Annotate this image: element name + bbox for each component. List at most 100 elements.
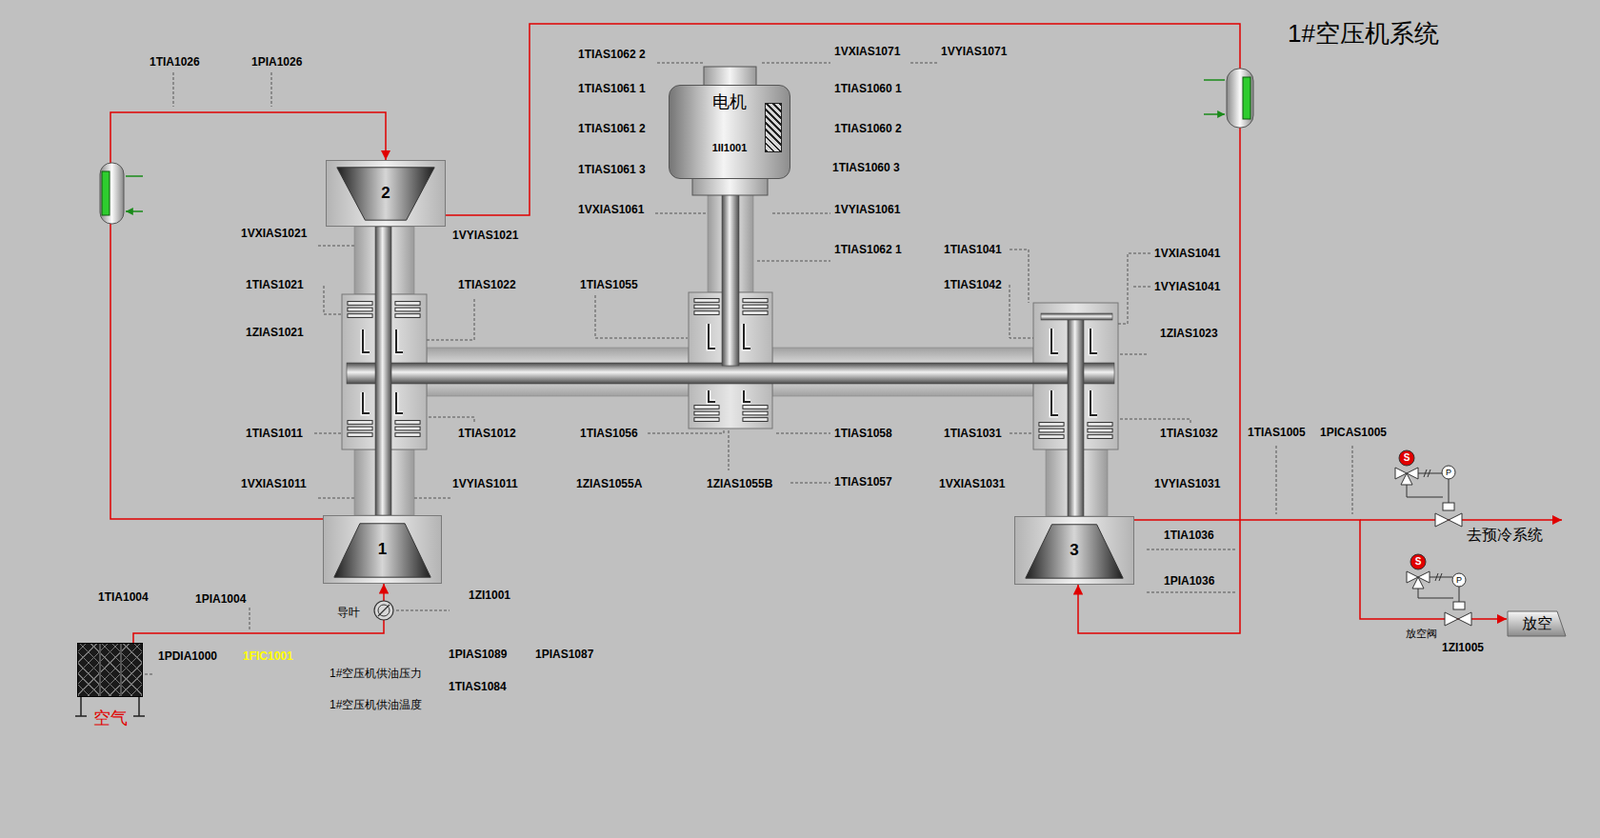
- guide-vane: [374, 600, 394, 620]
- instrument-tag: 1TIAS1031: [943, 426, 1002, 440]
- instrument-tag: 1TIAS1084: [448, 680, 507, 694]
- positioner-mark: P: [1456, 576, 1462, 585]
- node-text-group: 空气: [93, 707, 128, 729]
- pipe-connector: [1134, 520, 1507, 620]
- leader-line: [144, 607, 450, 675]
- solenoid-mark: S: [1415, 557, 1422, 567]
- bearing: [1087, 422, 1113, 440]
- control-valve: [1399, 450, 1415, 466]
- leader-line: [1120, 354, 1191, 423]
- leader-line: [655, 213, 831, 261]
- shaft: [375, 226, 392, 516]
- instrument-tag: 1PIA1036: [1163, 574, 1215, 588]
- control-valve: [1435, 513, 1449, 527]
- leader-line: [426, 297, 475, 340]
- node-label: 电机: [712, 91, 747, 113]
- casing-band: [354, 194, 1108, 517]
- instrument-tag: 1PIA1004: [195, 592, 246, 606]
- instrument-tag: 1TIAS1061 3: [578, 162, 646, 177]
- impeller-shape: [334, 523, 431, 578]
- node-text-group: 1: [323, 516, 441, 583]
- shaft: [1040, 313, 1113, 320]
- shaft: [346, 194, 1115, 517]
- leader-line: [1118, 253, 1151, 324]
- shaft: [1067, 319, 1084, 517]
- impeller-shape: [1025, 524, 1123, 579]
- guide-vane: [378, 604, 390, 617]
- instrument-tag: 1PDIA1000: [158, 649, 218, 663]
- node-label: 1II1001: [712, 141, 748, 155]
- control-valve: [1453, 601, 1465, 610]
- instrument-tag: 1TIAS1060 2: [834, 121, 902, 136]
- instrument-tag: 1PIAS1089: [448, 647, 507, 661]
- instrument-tag: 1VXIAS1071: [834, 44, 900, 59]
- guide-vane: [378, 604, 390, 617]
- instrument-tag: 1TIAS1021: [245, 278, 304, 292]
- instrument-tag: 1VYIAS1061: [834, 202, 900, 217]
- bearing: [395, 301, 420, 319]
- pipe-connector: [133, 583, 384, 643]
- instrument-tag: 1TIAS1022: [458, 278, 517, 292]
- node-text-group: 放空: [1506, 609, 1567, 639]
- instrument-tag: 1TIAS1061 2: [578, 121, 646, 136]
- diagram-title: 1#空压机系统: [1287, 17, 1440, 51]
- cooler: [125, 176, 143, 212]
- node-text-group: 电机 1II1001: [669, 85, 790, 179]
- leader-line: [318, 245, 451, 499]
- instrument-tag: 1VYIAS1011: [452, 477, 519, 491]
- leader-line: [595, 295, 688, 339]
- cooler: [1203, 80, 1225, 115]
- control-valve: [1441, 465, 1456, 480]
- instrument-tag: 1VXIAS1061: [578, 202, 644, 217]
- bearing: [694, 405, 720, 422]
- leader-line: [1276, 445, 1353, 515]
- valve-label: 放空阀: [1405, 626, 1438, 640]
- destination-label: 去预冷系统: [1466, 525, 1543, 544]
- caption-text: 1#空压机供油压力: [329, 666, 422, 680]
- instrument-tag: 1VYIAS1031: [1154, 477, 1220, 491]
- instrument-tag: 1TIAS1061 1: [578, 81, 646, 96]
- leader-line: [314, 285, 342, 434]
- bearing: [742, 299, 768, 316]
- leader-line: [647, 428, 724, 434]
- compressor-stage: 3: [1014, 516, 1135, 585]
- compressor-stage: 2: [325, 160, 446, 227]
- instrument-tag: 1ZI1001: [468, 588, 511, 602]
- control-valve: [1412, 577, 1424, 589]
- node-label: 2: [380, 183, 390, 203]
- cooler: [1242, 77, 1251, 120]
- bearing: [395, 420, 420, 438]
- pipe-connector: [445, 23, 1240, 634]
- guide-vane: [374, 600, 394, 620]
- positioner-mark: P: [1445, 468, 1452, 478]
- node-text-group: 2: [326, 160, 445, 226]
- motor-end-parts: [692, 178, 768, 196]
- silencer-shape: [1507, 611, 1566, 637]
- control-valve: [1448, 513, 1462, 527]
- instrument-tag: 1TIAS1005: [1247, 425, 1306, 440]
- node-text-group: 3: [1015, 517, 1134, 584]
- leader-line: [428, 417, 475, 423]
- bearing: [347, 420, 373, 438]
- leader-line: [728, 430, 730, 471]
- leader-line: [657, 62, 938, 64]
- instrument-tag: 1TIA1036: [1163, 528, 1215, 542]
- motor-fan-grille: [764, 102, 782, 153]
- instrument-tag: 1VXIAS1021: [240, 226, 307, 240]
- control-valve: [1395, 450, 1472, 626]
- instrument-tag: 1PICAS1005: [1320, 425, 1387, 440]
- control-valve: [1458, 612, 1472, 626]
- instrument-tag: 1ZI1005: [1441, 640, 1484, 655]
- instrument-tag: 1TIAS1032: [1160, 426, 1219, 440]
- instrument-tag: 1TIAS1060 1: [834, 81, 902, 96]
- instrument-tag: 1ZIAS1023: [1160, 326, 1219, 340]
- control-valve: [1400, 473, 1413, 485]
- instrument-tag: 1PIA1026: [251, 55, 302, 69]
- instrument-tag: 1VXIAS1011: [240, 477, 307, 491]
- leader-line: [173, 72, 272, 107]
- cooler: [101, 171, 110, 216]
- motor-box: 电机 1II1001: [668, 84, 791, 180]
- instrument-tag: 1TIAS1055: [580, 278, 639, 292]
